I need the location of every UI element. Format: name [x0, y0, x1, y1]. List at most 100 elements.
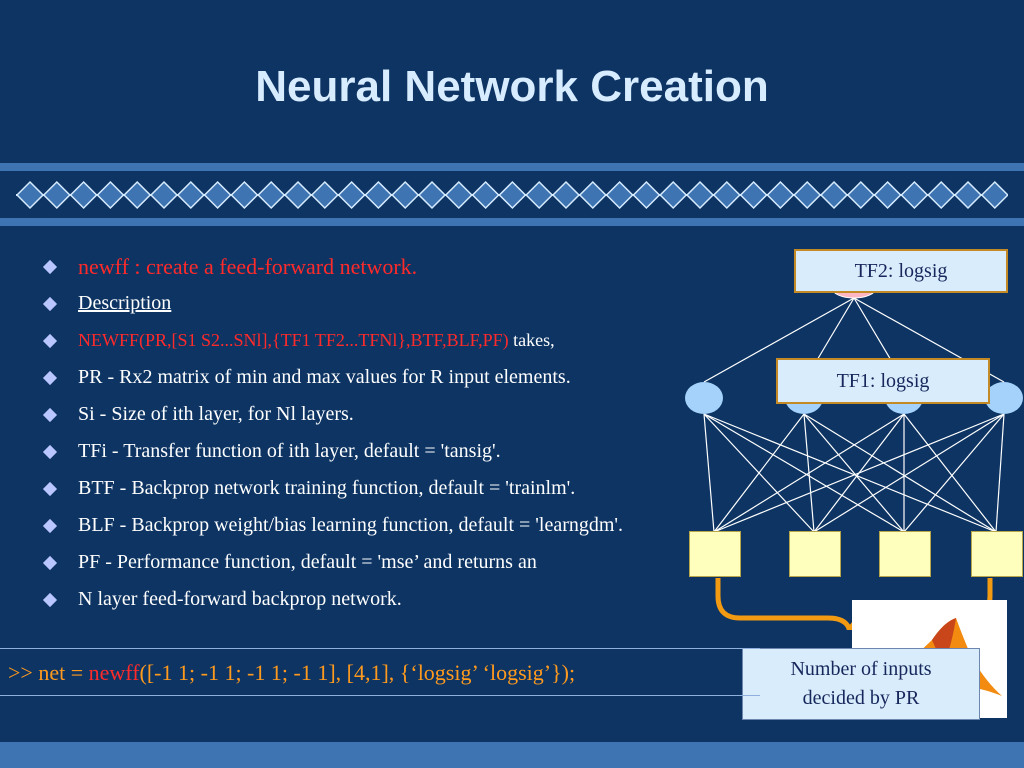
diamond-decoration [337, 180, 366, 210]
command-args: ([-1 1; -1 1; -1 1; -1 1], [4,1], {‘logs… [139, 660, 576, 685]
matlab-command: >> net = newff([-1 1; -1 1; -1 1; -1 1],… [8, 660, 575, 686]
input-node [789, 531, 841, 577]
diamond-decoration [551, 180, 581, 210]
diamond-decoration [149, 180, 179, 210]
diamond-decoration [605, 180, 634, 210]
diamond-decoration [230, 180, 259, 210]
bullet-item: Description [42, 285, 802, 322]
diamond-decoration [712, 180, 741, 210]
output-connection [703, 297, 855, 383]
bullet-text: BLF - Backprop weight/bias learning func… [78, 514, 624, 536]
diamond-bullet-icon [42, 407, 58, 423]
diamond-decoration [953, 180, 983, 210]
diamond-decoration [123, 180, 152, 210]
diamond-bullet-icon [42, 444, 58, 460]
input-node [689, 531, 741, 577]
bullet-text: BTF - Backprop network training function… [78, 477, 576, 499]
command-bar [0, 648, 760, 696]
input-bracket-left [715, 578, 852, 630]
hidden-neuron [985, 382, 1023, 414]
bullet-item: N layer feed-forward backprop network. [42, 581, 802, 618]
diamond-decoration [471, 180, 500, 210]
hidden-connection [995, 413, 1005, 533]
input-node [971, 531, 1023, 577]
bullet-item: PR - Rx2 matrix of min and max values fo… [42, 359, 802, 396]
diamond-decoration [766, 180, 795, 210]
diamond-decoration [846, 180, 875, 210]
diamond-border-decoration [16, 180, 1008, 210]
bullet-item: BLF - Backprop weight/bias learning func… [42, 507, 802, 544]
diamond-decoration [391, 180, 420, 210]
diamond-decoration [900, 180, 929, 210]
diamond-decoration [257, 180, 286, 210]
bullet-text: TFi - Transfer function of ith layer, de… [78, 440, 501, 462]
diamond-decoration [444, 180, 473, 210]
diamond-bullet-icon [42, 555, 58, 571]
bullet-list: newff : create a feed-forward network. D… [42, 248, 802, 618]
diamond-decoration [873, 180, 902, 210]
diamond-bullet-icon [42, 296, 58, 312]
bullet-text: N layer feed-forward backprop network. [78, 588, 402, 610]
bullet-item: TFi - Transfer function of ith layer, de… [42, 433, 802, 470]
diamond-bullet-icon [42, 518, 58, 534]
bullet-text: newff : create a feed-forward network. [78, 254, 418, 279]
bullet-item: PF - Performance function, default = 'ms… [42, 544, 802, 581]
hidden-neuron [685, 382, 723, 414]
diamond-decoration [69, 180, 98, 210]
diamond-decoration [417, 180, 447, 210]
diamond-bullet-icon [42, 333, 58, 349]
diamond-bullet-icon [42, 259, 58, 275]
bullet-text: takes, [508, 330, 555, 350]
hidden-connection [903, 413, 997, 533]
command-function: newff [88, 660, 140, 685]
command-prompt: >> net = [8, 660, 89, 685]
hidden-connection [803, 413, 905, 533]
diamond-decoration [793, 180, 822, 210]
diamond-decoration [632, 180, 661, 210]
diamond-decoration [980, 180, 1008, 210]
diamond-bullet-icon [42, 370, 58, 386]
hidden-connection [703, 413, 905, 533]
lower-divider-band [0, 218, 1024, 226]
input-node [879, 531, 931, 577]
diamond-decoration [739, 180, 768, 210]
hidden-connection [703, 413, 997, 533]
diamond-decoration [310, 180, 339, 210]
hidden-connection [703, 413, 715, 533]
slide-title: Neural Network Creation [255, 62, 769, 111]
diamond-decoration [16, 180, 45, 210]
tf1-label: TF1: logsig [776, 358, 990, 404]
bullet-text: Description [78, 292, 172, 314]
pr-note-line: decided by PR [802, 687, 920, 709]
hidden-connection [903, 413, 1005, 533]
diamond-decoration [659, 180, 688, 210]
diamond-decoration [96, 180, 125, 210]
diamond-decoration [176, 180, 205, 210]
diamond-decoration [927, 180, 956, 210]
diamond-decoration [525, 180, 554, 210]
bullet-item: BTF - Backprop network training function… [42, 470, 802, 507]
bullet-text-red: NEWFF(PR,[S1 S2...SNl],{TF1 TF2...TFNl},… [78, 330, 509, 350]
diamond-decoration [42, 180, 71, 210]
bullet-item: newff : create a feed-forward network. [42, 248, 802, 285]
hidden-connection [803, 413, 997, 533]
hidden-connection [803, 413, 815, 533]
hidden-connection [813, 413, 905, 533]
bullet-item: Si - Size of ith layer, for Nl layers. [42, 396, 802, 433]
bullet-item: NEWFF(PR,[S1 S2...SNl],{TF1 TF2...TFNl},… [42, 322, 802, 359]
top-divider-band [0, 163, 1024, 171]
pr-note-box: Number of inputs decided by PR [742, 648, 980, 720]
diamond-bullet-icon [42, 481, 58, 497]
bottom-band [0, 742, 1024, 768]
diamond-decoration [578, 180, 607, 210]
hidden-connection [813, 413, 1005, 533]
diamond-decoration [685, 180, 715, 210]
pr-note-line: Number of inputs [790, 658, 932, 680]
diamond-decoration [364, 180, 393, 210]
bullet-text: PR - Rx2 matrix of min and max values fo… [78, 366, 571, 388]
diamond-decoration [203, 180, 232, 210]
tf2-label: TF2: logsig [794, 249, 1008, 293]
diamond-decoration [819, 180, 849, 210]
diamond-decoration [498, 180, 527, 210]
bullet-text: Si - Size of ith layer, for Nl layers. [78, 403, 354, 425]
